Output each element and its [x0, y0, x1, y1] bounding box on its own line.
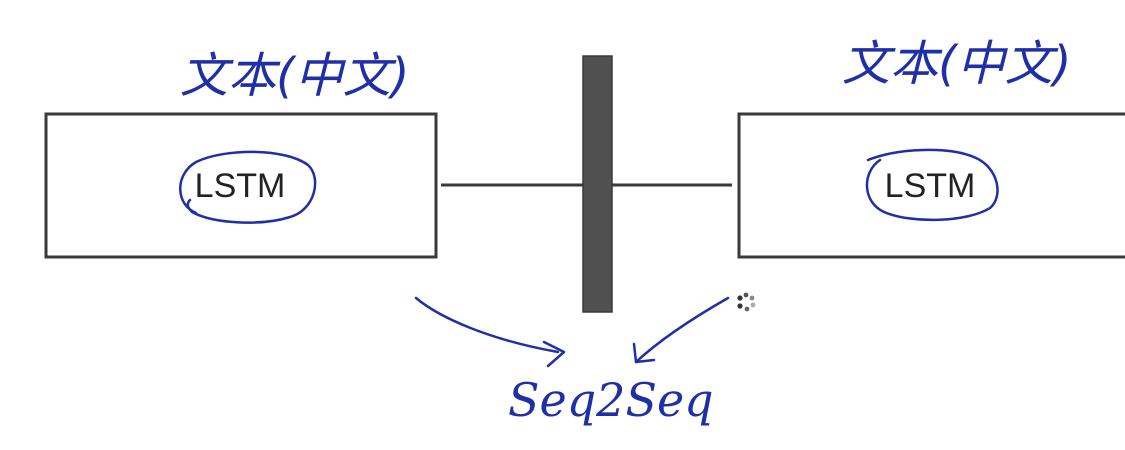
left-encoder-box: [44, 112, 438, 259]
left-heading: 文本(中文): [180, 48, 409, 104]
left-lstm-circle: [179, 150, 317, 224]
left-box-label: LSTM: [195, 167, 286, 205]
right-lstm-circle: [865, 148, 999, 222]
central-bar: [582, 55, 613, 313]
loading-spinner-icon: [737, 292, 756, 312]
right-heading-text: 文本(中文): [842, 36, 1071, 92]
right-curved-arrow: [634, 296, 730, 364]
left-curved-arrow: [414, 296, 560, 354]
left-arrowhead: [542, 340, 566, 368]
right-decoder-box: [737, 112, 1125, 259]
right-box-label: LSTM: [885, 167, 976, 205]
left-heading-text: 文本(中文): [180, 48, 409, 104]
seq2seq-annotation: Seq2Seq: [508, 373, 714, 427]
right-arrowhead: [632, 342, 656, 364]
right-heading: 文本(中文): [842, 36, 1071, 92]
